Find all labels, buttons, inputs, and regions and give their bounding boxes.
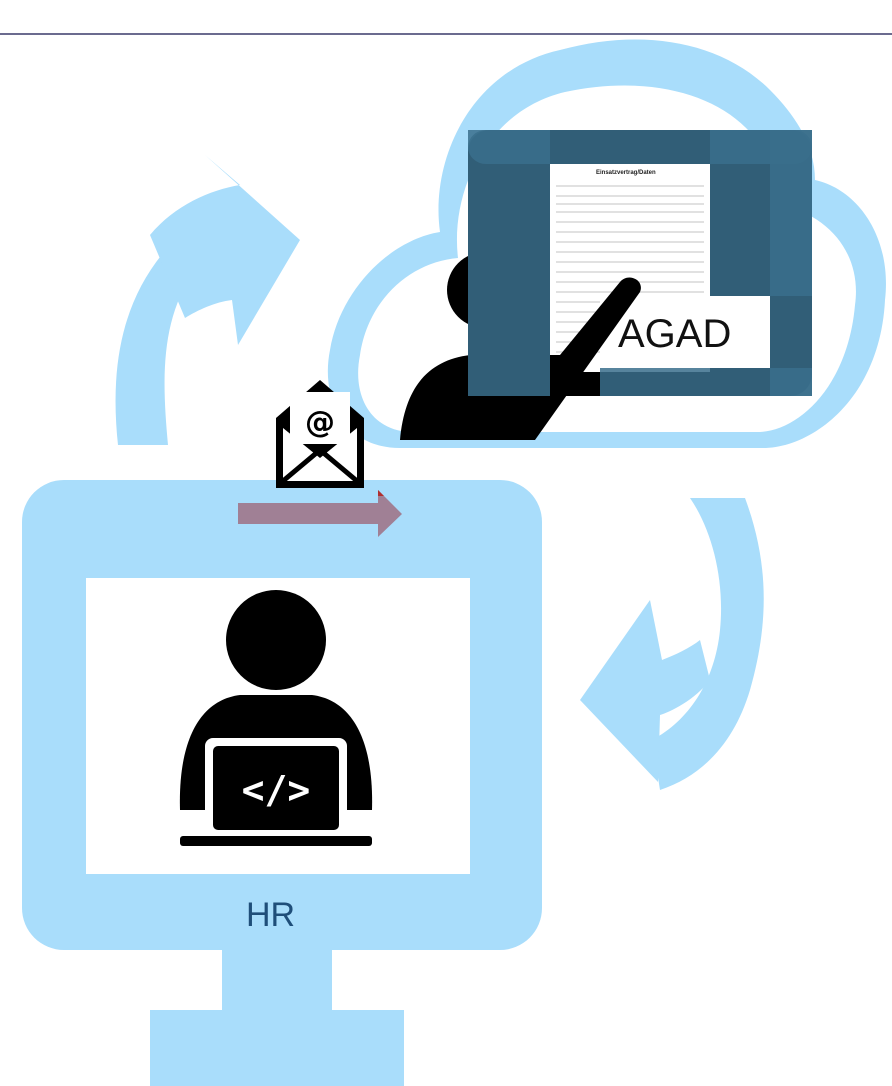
- sync-arrow-left-icon: [115, 155, 300, 445]
- hr-label: HR: [246, 896, 296, 934]
- transfer-arrow: [238, 490, 402, 537]
- tablet-overlay: [468, 130, 812, 396]
- developer-laptop-icon: </>: [179, 590, 373, 846]
- svg-text:</>: </>: [242, 768, 311, 812]
- sync-arrow-right-icon: [580, 498, 764, 790]
- agad-label: AGAD: [618, 312, 732, 356]
- svg-text:@: @: [305, 405, 335, 440]
- email-envelope-icon: @: [276, 380, 364, 488]
- document-title: Einsatzvertrag/Daten: [596, 170, 656, 176]
